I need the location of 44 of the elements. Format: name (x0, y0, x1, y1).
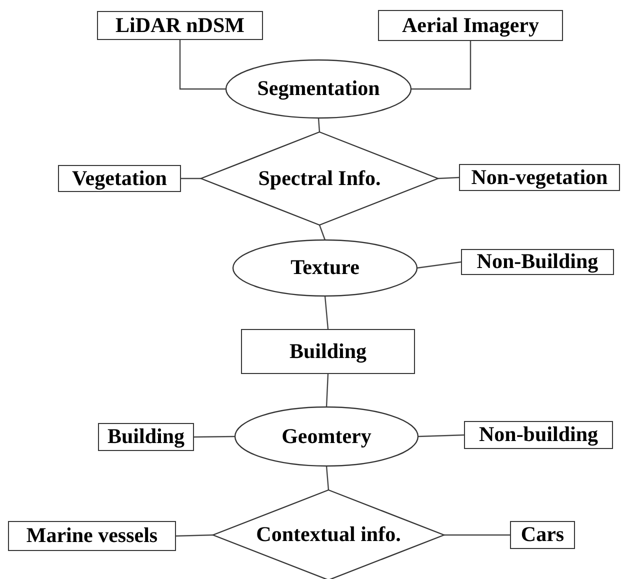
connector-line (444, 534, 510, 536)
process-box (461, 249, 614, 275)
node-label: Building (107, 425, 185, 449)
process-box (464, 421, 613, 449)
node-label: Contextual info. (256, 523, 401, 547)
node-label: Non-Building (476, 250, 598, 274)
node-label: Marine vessels (26, 524, 158, 548)
process-box (8, 521, 176, 551)
node-label: LiDAR nDSM (116, 14, 244, 38)
node-label: Non-vegetation (471, 166, 608, 190)
connector-line (418, 434, 464, 438)
node-label: Building (289, 340, 367, 364)
connector-line (318, 118, 320, 132)
node-label: Non-building (478, 423, 598, 447)
process-box (378, 10, 563, 41)
node-label: Geomtery (282, 424, 372, 448)
connector-line (318, 224, 326, 240)
connector-line (416, 261, 462, 269)
node-label: Aerial Imagery (402, 14, 540, 38)
process-box (58, 165, 181, 192)
process-box (98, 423, 194, 451)
node-label: Cars (520, 523, 564, 547)
ellipse-node (226, 60, 411, 118)
process-box (459, 164, 620, 191)
connector-line (438, 176, 460, 180)
ellipse-node (233, 240, 417, 296)
connector-line (324, 296, 329, 330)
connector-line (326, 466, 330, 490)
process-box (241, 329, 415, 374)
connector-line (194, 436, 235, 438)
connector-line (181, 178, 201, 180)
connector-line (179, 40, 226, 90)
node-label: Segmentation (257, 77, 380, 101)
connector-line (326, 374, 329, 408)
process-box (97, 11, 263, 40)
process-box (510, 521, 575, 549)
decision-diamond (213, 490, 444, 579)
node-label: Texture (290, 256, 360, 280)
node-label: Spectral Info. (258, 166, 381, 190)
connector-line (176, 534, 214, 537)
decision-diamond (201, 132, 438, 225)
ellipse-node (235, 407, 418, 466)
connector-line (411, 41, 472, 90)
node-label: Vegetation (72, 166, 167, 190)
